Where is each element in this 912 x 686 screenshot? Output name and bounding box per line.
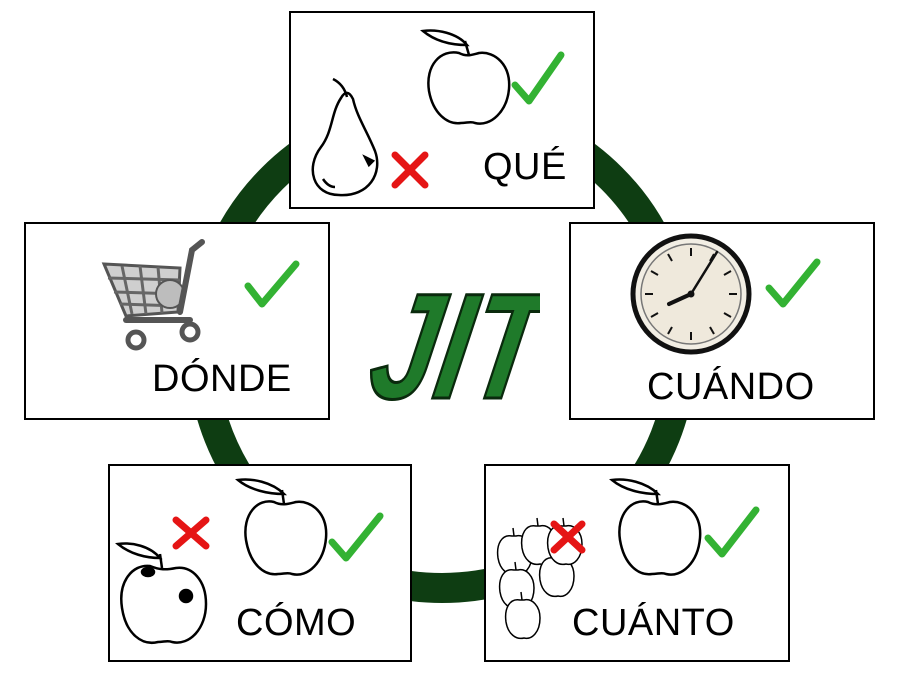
apple-icon: [609, 478, 702, 576]
apple-icon: [235, 478, 328, 576]
cross-icon: [550, 520, 586, 554]
card-cuando: CUÁNDO: [569, 222, 875, 420]
card-que: QUÉ: [289, 11, 595, 209]
check-icon: [511, 51, 565, 105]
cross-icon: [172, 516, 210, 550]
pear-icon: [311, 77, 379, 197]
check-icon: [765, 258, 821, 308]
shopping-cart-icon: [101, 239, 205, 351]
card-label-como: CÓMO: [236, 602, 357, 644]
check-icon: [328, 512, 384, 562]
card-label-cuanto: CUÁNTO: [572, 602, 735, 644]
card-cuanto: CUÁNTO: [484, 464, 790, 662]
card-como: CÓMO: [108, 464, 412, 662]
apple-pile-icon: [496, 517, 583, 640]
clock-icon: [630, 233, 752, 355]
card-label-cuando: CUÁNDO: [647, 366, 815, 408]
cross-icon: [391, 151, 429, 189]
check-icon: [244, 260, 300, 308]
check-icon: [704, 506, 760, 558]
card-donde: DÓNDE: [24, 222, 330, 420]
apple-icon: [420, 29, 511, 125]
bruised-apple-icon: [115, 542, 208, 644]
jit-title-text: JIT: [360, 263, 540, 420]
card-label-que: QUÉ: [483, 146, 567, 188]
card-label-donde: DÓNDE: [152, 358, 292, 400]
jit-title: JIT: [360, 262, 540, 420]
